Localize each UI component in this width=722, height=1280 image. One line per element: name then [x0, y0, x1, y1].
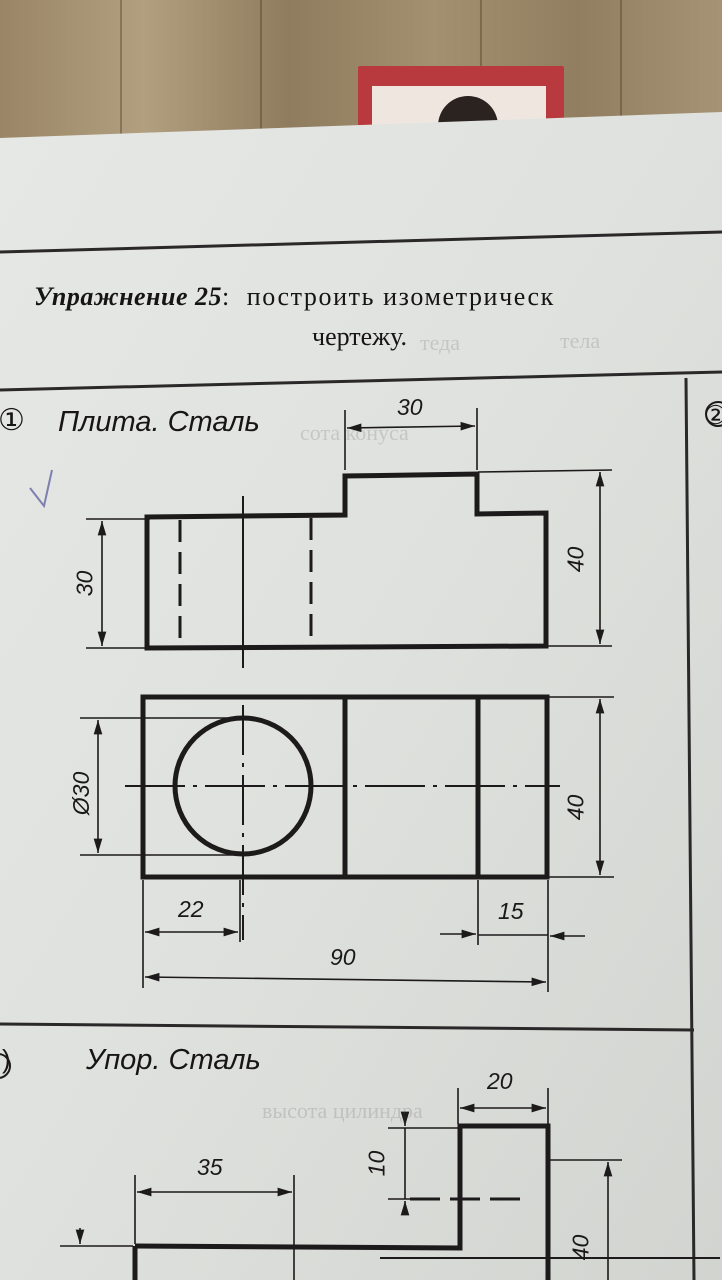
- bleed-through-text: тела: [560, 328, 601, 353]
- section-rule-line: [0, 370, 722, 392]
- section-rule-line-2: [0, 1022, 695, 1032]
- dim-right-offset: 15: [498, 898, 524, 924]
- pencil-check-mark: [29, 469, 53, 509]
- bleed-through-text: высота цилиндра: [262, 1098, 423, 1123]
- exercise-title-line2: чертежу.: [312, 322, 408, 351]
- bleed-through-text: теда: [420, 330, 461, 355]
- dim-top-width: 30: [397, 394, 423, 420]
- part2-drawing: [132, 1123, 720, 1280]
- part2-number: ): [2, 1044, 11, 1074]
- wall-plank-seam: [120, 0, 122, 150]
- dim-diameter: Ø30: [68, 771, 95, 816]
- dim-part2-left-width: 35: [197, 1154, 223, 1180]
- dim-part2-top-width: 20: [487, 1068, 513, 1094]
- part2-dimensions: [60, 1088, 622, 1280]
- plan-view-dimensions: [80, 696, 614, 992]
- exercise-header: Упражнение 25: построить изометрическ: [34, 282, 555, 312]
- exercise-title-colon: :: [222, 282, 230, 311]
- exercise-title-rest: построить изометрическ: [246, 282, 555, 311]
- dim-part2-step-height: 10: [363, 1150, 390, 1177]
- column-divider: [684, 377, 696, 1280]
- bleed-through-text: сота конуса: [300, 420, 409, 445]
- front-view-dimensions: [86, 408, 613, 649]
- dim-part2-right-height: 40: [567, 1234, 594, 1261]
- dim-plan-height-right: 40: [562, 794, 589, 821]
- dim-left-offset: 22: [178, 896, 204, 922]
- exercise-title-bold: Упражнение 25: [34, 282, 222, 311]
- top-rule-line: [0, 230, 722, 254]
- dim-total-width: 90: [330, 944, 356, 970]
- dim-front-height-right: 40: [562, 546, 589, 573]
- dim-front-height-left: 30: [71, 570, 98, 597]
- part2-title: Упор. Сталь: [86, 1044, 261, 1076]
- part2-column-number: ②: [704, 400, 722, 430]
- wall-plank-seam: [260, 0, 262, 150]
- circled-number-2-frame: [705, 401, 722, 427]
- front-view: [144, 471, 549, 668]
- circled-number-partial-frame: [0, 1053, 11, 1079]
- part1-title: Плита. Сталь: [58, 406, 260, 438]
- wall-plank-seam: [620, 0, 622, 150]
- part1-number: ①: [0, 404, 25, 437]
